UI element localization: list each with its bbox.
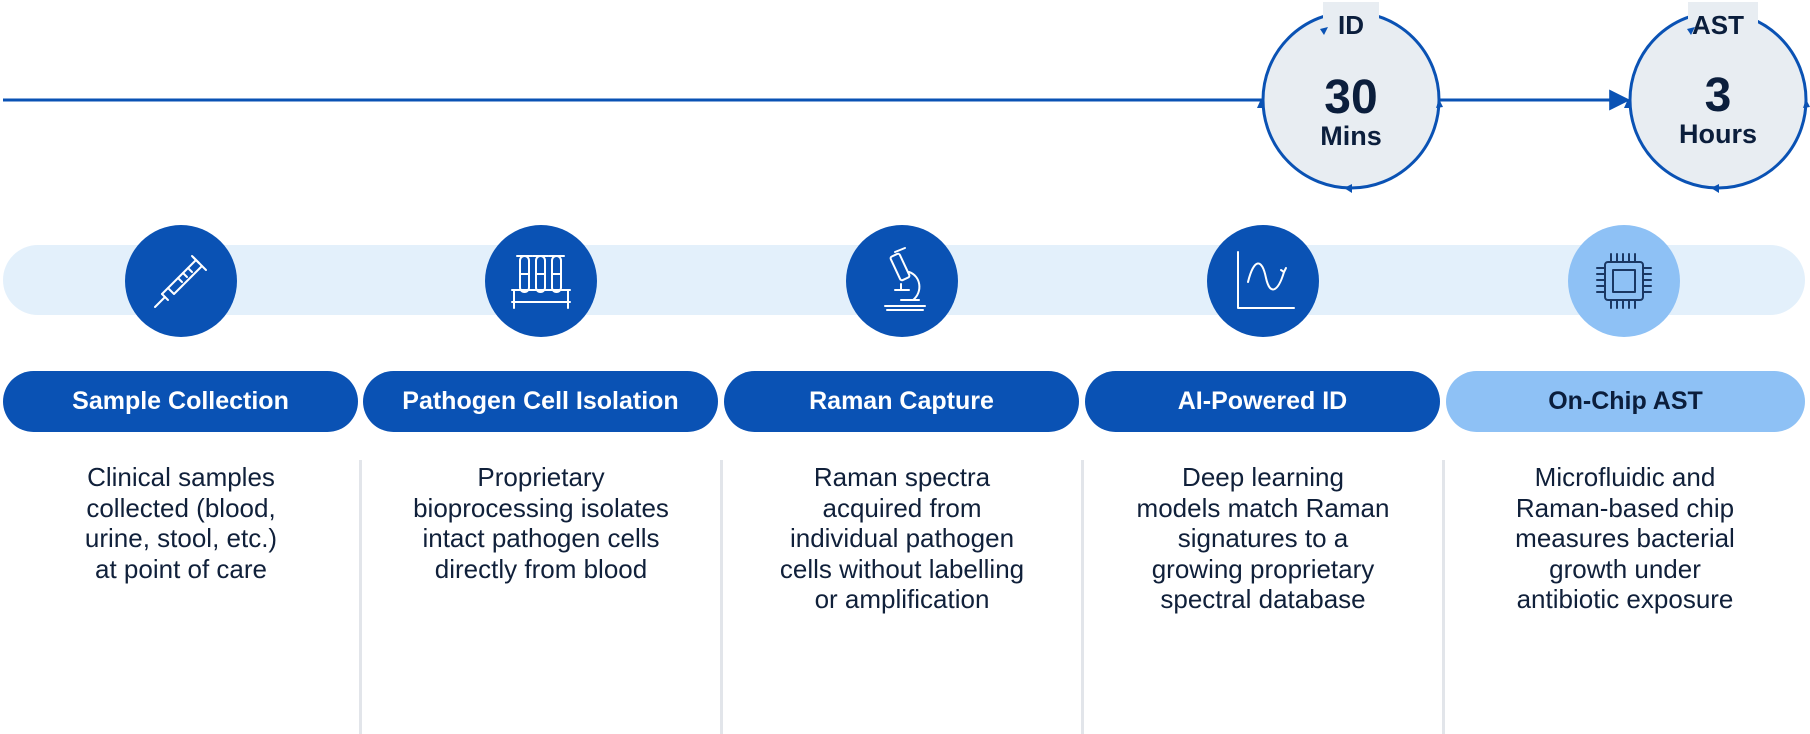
description-line: intact pathogen cells — [422, 523, 660, 553]
description-line: antibiotic exposure — [1516, 584, 1734, 614]
step-pill-pathogen-cell-isolation: Pathogen Cell Isolation — [363, 371, 718, 432]
description-line: individual pathogen — [789, 523, 1015, 553]
step-description-pathogen-cell-isolation: Proprietary bioprocessing isolates intac… — [381, 462, 701, 584]
microchip-icon — [1568, 225, 1680, 337]
test-tubes-icon — [485, 225, 597, 337]
description-line: Deep learning — [1182, 462, 1344, 492]
description-line: acquired from — [822, 492, 982, 523]
description-line: growth under — [1549, 553, 1701, 584]
ast-timer-value: 3 — [1704, 69, 1732, 122]
spectrum-chart-icon — [1207, 225, 1319, 337]
description-line: growing proprietary — [1151, 553, 1375, 584]
description-line: Raman-based chip — [1515, 492, 1735, 523]
description-line: measures bacterial — [1515, 523, 1735, 553]
description-line: Clinical samples — [87, 462, 275, 492]
step-pill-on-chip-ast: On-Chip AST — [1446, 371, 1805, 432]
id-timer-value: 30 — [1324, 71, 1378, 124]
description-line: or amplification — [814, 584, 990, 614]
description-line: Raman spectra — [813, 462, 991, 492]
step-pill-ai-powered-id: AI-Powered ID — [1085, 371, 1440, 432]
description-line: bioprocessing isolates — [413, 492, 669, 523]
step-pill-raman-capture: Raman Capture — [724, 371, 1079, 432]
id-timer-clock — [1257, 2, 1443, 193]
description-line: Proprietary — [477, 462, 605, 492]
column-divider — [359, 460, 362, 734]
id-timer-unit: Mins — [1320, 121, 1382, 151]
description-line: directly from blood — [434, 553, 648, 584]
description-line: models match Raman — [1136, 492, 1390, 523]
id-timer-label: ID — [1338, 10, 1364, 40]
description-line: urine, stool, etc.) — [84, 523, 278, 553]
step-description-ai-powered-id: Deep learning models match Raman signatu… — [1103, 462, 1423, 615]
description-line: cells without labelling — [779, 553, 1025, 584]
ast-timer-unit: Hours — [1678, 119, 1757, 149]
description-line: collected (blood, — [86, 492, 276, 523]
step-description-on-chip-ast: Microfluidic and Raman-based chip measur… — [1465, 462, 1785, 615]
column-divider — [720, 460, 723, 734]
step-description-raman-capture: Raman spectra acquired from individual p… — [742, 462, 1062, 615]
description-line: spectral database — [1160, 584, 1366, 614]
syringe-icon — [125, 225, 237, 337]
description-line: signatures to a — [1177, 523, 1349, 553]
description-line: at point of care — [95, 553, 267, 584]
ast-timer-clock — [1624, 2, 1810, 193]
description-line: Microfluidic and — [1534, 462, 1716, 492]
ast-timer-label: AST — [1692, 10, 1744, 40]
column-divider — [1442, 460, 1445, 734]
microscope-icon — [846, 225, 958, 337]
step-description-sample-collection: Clinical samples collected (blood, urine… — [21, 462, 341, 584]
column-divider — [1081, 460, 1084, 734]
timer-flow-graphic — [3, 2, 1810, 193]
step-pill-sample-collection: Sample Collection — [3, 371, 358, 432]
